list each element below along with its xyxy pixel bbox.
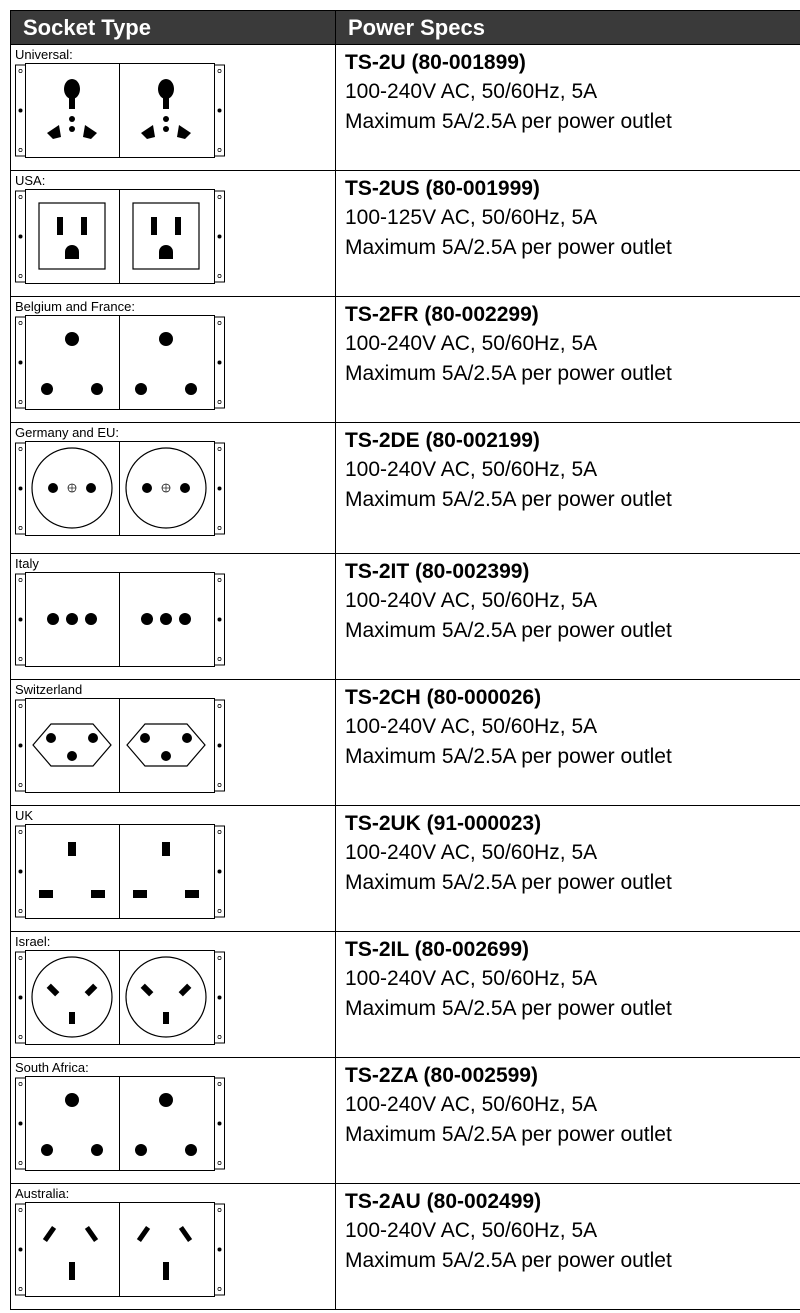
universal-socket-icon bbox=[15, 63, 225, 158]
max-current: Maximum 5A/2.5A per power outlet bbox=[345, 619, 672, 642]
socket-type-label: UK bbox=[15, 808, 34, 823]
socket-cell: Germany and EU: bbox=[10, 422, 336, 554]
socket-type-label: Israel: bbox=[15, 934, 51, 949]
model-number: TS-2FR (80-002299) bbox=[345, 303, 539, 326]
voltage-rating: 100-240V AC, 50/60Hz, 5A bbox=[345, 967, 598, 990]
spec-cell: TS-2IL (80-002699) 100-240V AC, 50/60Hz,… bbox=[335, 931, 800, 1058]
max-current: Maximum 5A/2.5A per power outlet bbox=[345, 362, 672, 385]
spec-cell: TS-2U (80-001899) 100-240V AC, 50/60Hz, … bbox=[335, 44, 800, 171]
max-current: Maximum 5A/2.5A per power outlet bbox=[345, 745, 672, 768]
spec-cell: TS-2UK (91-000023) 100-240V AC, 50/60Hz,… bbox=[335, 805, 800, 932]
max-current: Maximum 5A/2.5A per power outlet bbox=[345, 997, 672, 1020]
israel-socket-icon bbox=[15, 950, 225, 1045]
voltage-rating: 100-240V AC, 50/60Hz, 5A bbox=[345, 1093, 598, 1116]
socket-type-label: Germany and EU: bbox=[15, 425, 120, 440]
spec-cell: TS-2AU (80-002499) 100-240V AC, 50/60Hz,… bbox=[335, 1183, 800, 1310]
south-africa-socket-icon bbox=[15, 1076, 335, 1176]
italy-socket-icon bbox=[15, 572, 335, 672]
model-number: TS-2US (80-001999) bbox=[345, 177, 540, 200]
table-row: Israel: TS-2IL (80-002699) 100-240V AC, … bbox=[10, 931, 800, 1058]
model-number: TS-2UK (91-000023) bbox=[345, 812, 542, 835]
socket-type-label: Australia: bbox=[15, 1186, 70, 1201]
uk-socket-icon bbox=[15, 824, 225, 919]
socket-type-label: USA: bbox=[15, 173, 46, 188]
header-socket-type: Socket Type bbox=[10, 10, 336, 45]
voltage-rating: 100-240V AC, 50/60Hz, 5A bbox=[345, 589, 598, 612]
model-number: TS-2DE (80-002199) bbox=[345, 429, 540, 452]
socket-type-label: Belgium and France: bbox=[15, 299, 135, 314]
table-row: Italy TS-2IT (80-002399) 100-240V AC, 50… bbox=[10, 553, 800, 680]
table-row: South Africa: TS-2ZA (80-002599) 100-240… bbox=[10, 1057, 800, 1184]
switzerland-socket-icon bbox=[15, 698, 225, 793]
voltage-rating: 100-240V AC, 50/60Hz, 5A bbox=[345, 332, 598, 355]
model-number: TS-2AU (80-002499) bbox=[345, 1190, 542, 1213]
voltage-rating: 100-240V AC, 50/60Hz, 5A bbox=[345, 80, 598, 103]
socket-cell: Switzerland bbox=[10, 679, 336, 806]
israel-socket-icon bbox=[15, 950, 335, 1050]
spec-cell: TS-2IT (80-002399) 100-240V AC, 50/60Hz,… bbox=[335, 553, 800, 680]
voltage-rating: 100-240V AC, 50/60Hz, 5A bbox=[345, 841, 598, 864]
max-current: Maximum 5A/2.5A per power outlet bbox=[345, 871, 672, 894]
max-current: Maximum 5A/2.5A per power outlet bbox=[345, 488, 672, 511]
universal-socket-icon bbox=[15, 63, 335, 163]
max-current: Maximum 5A/2.5A per power outlet bbox=[345, 110, 672, 133]
socket-cell: Universal: bbox=[10, 44, 336, 171]
socket-cell: Italy bbox=[10, 553, 336, 680]
belgium-france-socket-icon bbox=[15, 315, 335, 415]
voltage-rating: 100-125V AC, 50/60Hz, 5A bbox=[345, 206, 598, 229]
model-number: TS-2CH (80-000026) bbox=[345, 686, 542, 709]
belgium-france-socket-icon bbox=[15, 315, 225, 410]
header-power-specs: Power Specs bbox=[335, 10, 800, 45]
switzerland-socket-icon bbox=[15, 698, 335, 798]
max-current: Maximum 5A/2.5A per power outlet bbox=[345, 236, 672, 259]
socket-cell: Belgium and France: bbox=[10, 296, 336, 423]
voltage-rating: 100-240V AC, 50/60Hz, 5A bbox=[345, 458, 598, 481]
socket-cell: USA: bbox=[10, 170, 336, 297]
socket-cell: Israel: bbox=[10, 931, 336, 1058]
south-africa-socket-icon bbox=[15, 1076, 225, 1171]
socket-cell: South Africa: bbox=[10, 1057, 336, 1184]
socket-type-label: Universal: bbox=[15, 47, 73, 62]
voltage-rating: 100-240V AC, 50/60Hz, 5A bbox=[345, 1219, 598, 1242]
socket-type-label: Italy bbox=[15, 556, 39, 571]
table-row: Universal: TS-2U (80-001899) 100-240V AC… bbox=[10, 44, 800, 171]
max-current: Maximum 5A/2.5A per power outlet bbox=[345, 1249, 672, 1272]
usa-socket-icon bbox=[15, 189, 335, 289]
australia-socket-icon bbox=[15, 1202, 225, 1297]
table-row: Germany and EU: TS-2DE (80-002199) 100-2 bbox=[10, 422, 800, 554]
table-row: Australia: TS-2AU (80-002499) 100-240V A… bbox=[10, 1183, 800, 1310]
spec-cell: TS-2CH (80-000026) 100-240V AC, 50/60Hz,… bbox=[335, 679, 800, 806]
uk-socket-icon bbox=[15, 824, 335, 924]
socket-type-label: South Africa: bbox=[15, 1060, 89, 1075]
model-number: TS-2ZA (80-002599) bbox=[345, 1064, 538, 1087]
germany-eu-socket-icon bbox=[15, 441, 335, 541]
socket-cell: UK bbox=[10, 805, 336, 932]
socket-cell: Australia: bbox=[10, 1183, 336, 1310]
model-number: TS-2U (80-001899) bbox=[345, 51, 526, 74]
power-specs-table: Socket Type Power Specs Universal: bbox=[10, 10, 800, 1310]
australia-socket-icon bbox=[15, 1202, 335, 1302]
max-current: Maximum 5A/2.5A per power outlet bbox=[345, 1123, 672, 1146]
table-row: USA: TS-2US (80-001999) 100-125V AC, 50/… bbox=[10, 170, 800, 297]
spec-cell: TS-2DE (80-002199) 100-240V AC, 50/60Hz,… bbox=[335, 422, 800, 554]
voltage-rating: 100-240V AC, 50/60Hz, 5A bbox=[345, 715, 598, 738]
spec-cell: TS-2FR (80-002299) 100-240V AC, 50/60Hz,… bbox=[335, 296, 800, 423]
model-number: TS-2IT (80-002399) bbox=[345, 560, 530, 583]
italy-socket-icon bbox=[15, 572, 225, 667]
usa-socket-icon bbox=[15, 189, 225, 284]
table-row: Belgium and France: TS-2FR (80-002299) 1… bbox=[10, 296, 800, 423]
table-row: UK TS-2UK (91-000023) 100-240V AC, 50/60… bbox=[10, 805, 800, 932]
table-header-row: Socket Type Power Specs bbox=[10, 10, 800, 45]
model-number: TS-2IL (80-002699) bbox=[345, 938, 530, 961]
spec-cell: TS-2ZA (80-002599) 100-240V AC, 50/60Hz,… bbox=[335, 1057, 800, 1184]
socket-type-label: Switzerland bbox=[15, 682, 83, 697]
spec-cell: TS-2US (80-001999) 100-125V AC, 50/60Hz,… bbox=[335, 170, 800, 297]
table-row: Switzerland TS-2CH (80-000026) 100-240V … bbox=[10, 679, 800, 806]
germany-eu-socket-icon bbox=[15, 441, 225, 536]
